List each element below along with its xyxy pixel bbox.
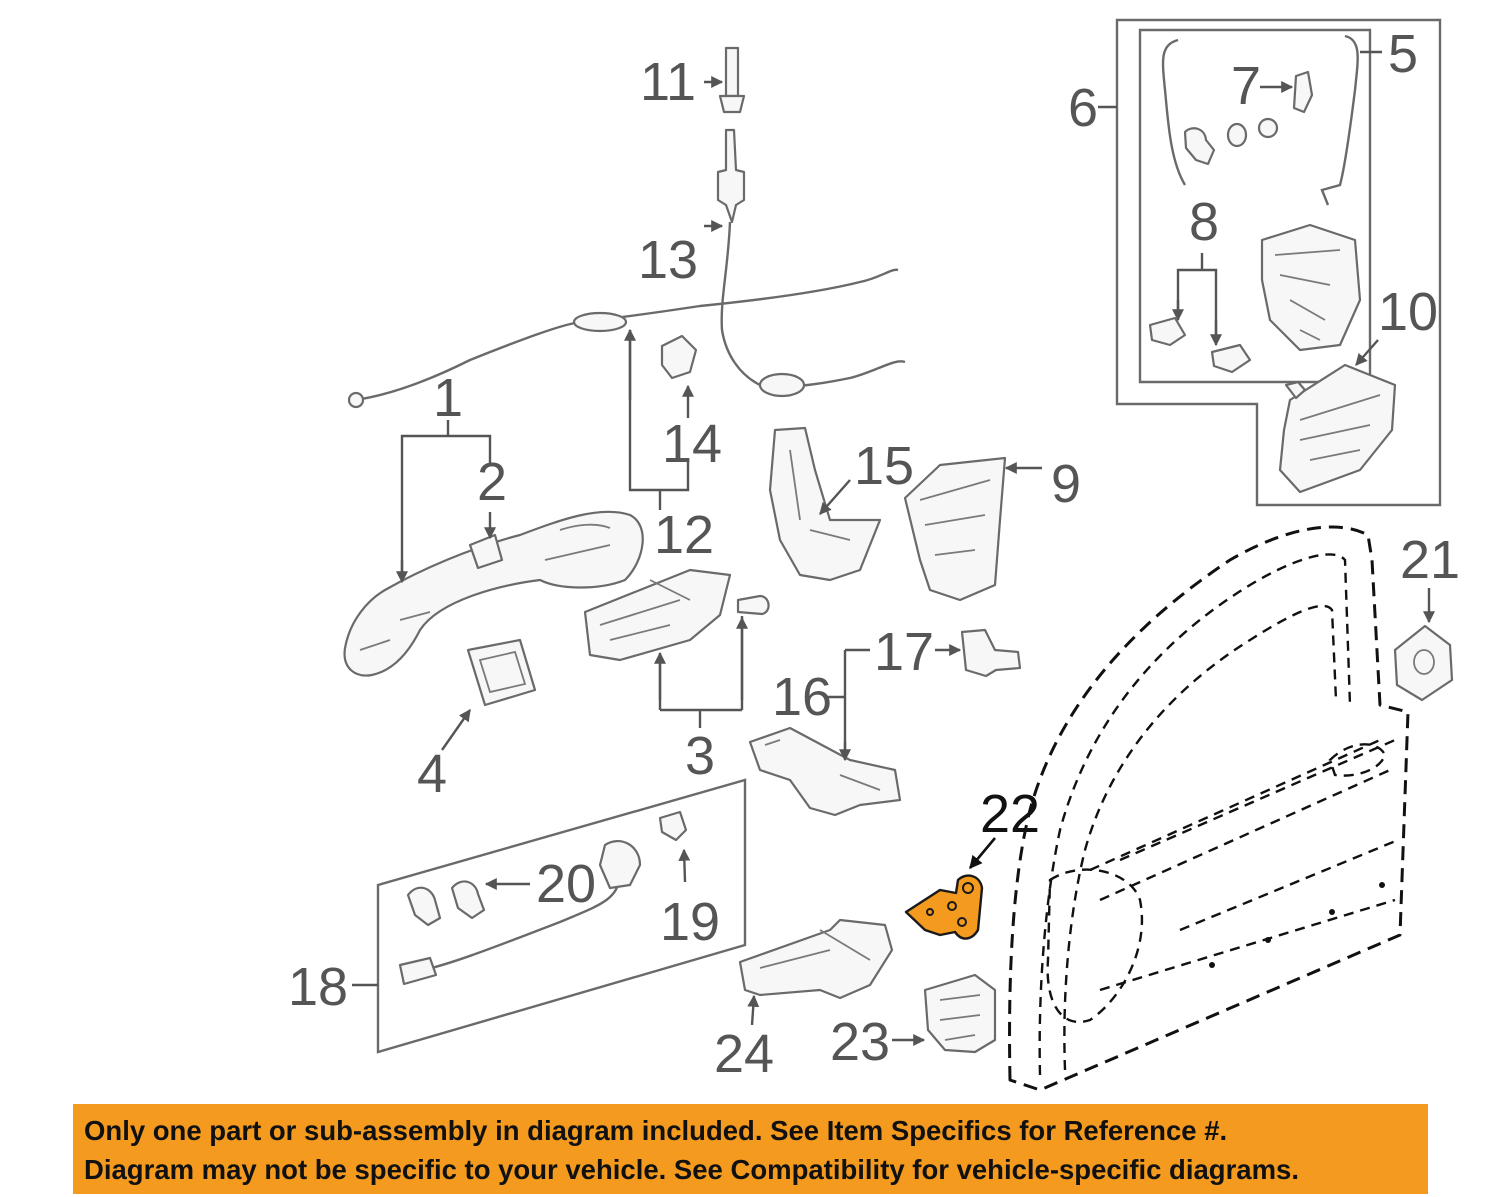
callout-6: 6 bbox=[1068, 78, 1098, 138]
callout-15: 15 bbox=[854, 436, 914, 496]
disclaimer-line-1: Only one part or sub-assembly in diagram… bbox=[84, 1115, 1228, 1146]
door-check-16 bbox=[748, 650, 902, 817]
outside-handle bbox=[343, 420, 644, 677]
callout-3: 3 bbox=[685, 726, 715, 786]
callout-16: 16 bbox=[772, 667, 832, 727]
callout-5: 5 bbox=[1388, 24, 1418, 84]
handle-bezel-4 bbox=[441, 638, 537, 751]
kit-small-parts bbox=[1183, 117, 1279, 166]
callout-4: 4 bbox=[417, 744, 447, 804]
door-hinge-22-highlighted bbox=[904, 837, 996, 940]
callout-8: 8 bbox=[1189, 192, 1219, 252]
callout-24: 24 bbox=[714, 1024, 774, 1084]
callout-20: 20 bbox=[536, 854, 596, 914]
lock-rod-left bbox=[1161, 38, 1187, 186]
clip-part-8 bbox=[1148, 253, 1252, 374]
door-lock-actuator bbox=[1278, 339, 1397, 494]
exploded-view-drawing: 1 2 3 4 5 6 7 8 9 10 11 12 13 14 15 16 1… bbox=[288, 18, 1460, 1092]
door-check-24 bbox=[738, 918, 894, 1026]
lock-assembly-9 bbox=[903, 456, 1042, 602]
door-striker-21 bbox=[1393, 588, 1454, 702]
check-pin-17 bbox=[845, 628, 1022, 678]
callout-7: 7 bbox=[1231, 56, 1261, 116]
outside-handle-cable-12 bbox=[347, 268, 899, 510]
callout-21: 21 bbox=[1400, 530, 1460, 590]
callout-19: 19 bbox=[660, 892, 720, 952]
inside-handle-cable-13 bbox=[704, 128, 906, 398]
latch-assembly bbox=[1260, 223, 1362, 352]
callout-14: 14 bbox=[662, 414, 722, 474]
callout-22-highlighted: 22 bbox=[980, 784, 1040, 844]
callout-10: 10 bbox=[1378, 282, 1438, 342]
bolt-11 bbox=[704, 46, 746, 114]
callout-1: 1 bbox=[433, 368, 463, 428]
cable-clip-14 bbox=[660, 334, 698, 418]
callout-17: 17 bbox=[874, 622, 934, 682]
clip-part-7 bbox=[1260, 70, 1314, 114]
callout-9: 9 bbox=[1051, 454, 1081, 514]
handle-board-18 bbox=[352, 778, 747, 1054]
callout-13: 13 bbox=[638, 230, 698, 290]
handle-base-3 bbox=[583, 568, 770, 728]
callout-11: 11 bbox=[640, 52, 696, 112]
disclaimer-line-2: Diagram may not be specific to your vehi… bbox=[84, 1154, 1299, 1185]
lock-striker-23 bbox=[892, 973, 997, 1054]
callout-18: 18 bbox=[288, 957, 348, 1017]
disclaimer-banner: Only one part or sub-assembly in diagram… bbox=[73, 1104, 1428, 1194]
callout-2: 2 bbox=[477, 452, 507, 512]
lock-rod-right bbox=[1320, 34, 1382, 206]
latch-lever-15 bbox=[768, 426, 882, 582]
callout-12: 12 bbox=[654, 505, 714, 565]
callout-23: 23 bbox=[830, 1012, 890, 1072]
door-outline bbox=[1008, 525, 1410, 1092]
